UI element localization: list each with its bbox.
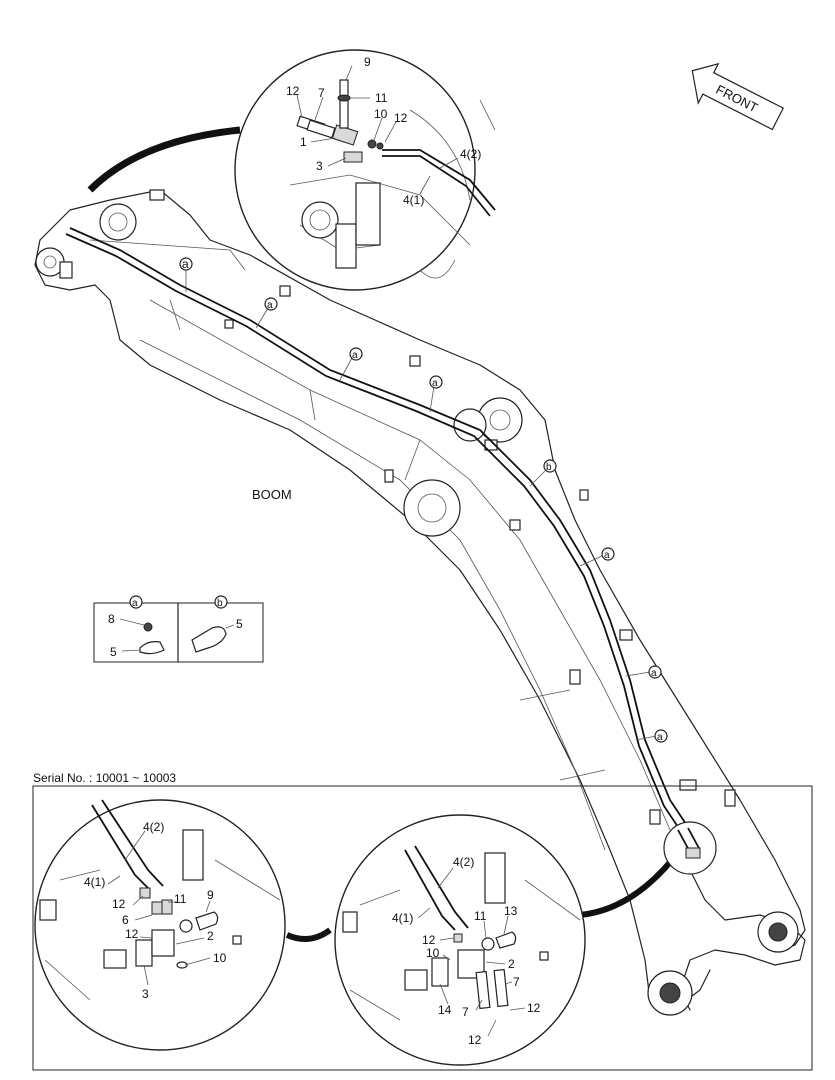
serial-inset-frame <box>32 785 813 1071</box>
boom-body <box>34 189 806 1016</box>
marker-a: a <box>432 378 438 389</box>
clamp-markers: a a a a b a a a <box>179 257 668 743</box>
legend-a-part-5: 5 <box>110 645 117 659</box>
callout-10: 10 <box>374 107 388 121</box>
marker-a: a <box>182 257 189 271</box>
callout-1: 1 <box>300 135 307 149</box>
right-callout-4-2: 4(2) <box>453 855 474 869</box>
marker-b: b <box>546 462 552 473</box>
callout-4-1: 4(1) <box>403 193 424 207</box>
left-callout-12: 12 <box>112 897 126 911</box>
callout-11: 11 <box>375 91 388 105</box>
left-callout-4-2: 4(2) <box>143 820 164 834</box>
left-callout-2: 2 <box>207 929 214 943</box>
left-inset-circle: 4(2) 4(1) 12 11 9 6 12 2 10 3 <box>34 799 286 1051</box>
right-callout-10: 10 <box>426 946 440 960</box>
legend-a-part-8: 8 <box>108 612 115 626</box>
left-callout-3: 3 <box>142 987 149 1001</box>
right-callout-11: 11 <box>474 909 487 923</box>
right-callout-12: 12 <box>422 933 436 947</box>
right-callout-12c: 12 <box>468 1033 482 1047</box>
left-callout-11: 11 <box>174 892 187 906</box>
marker-a: a <box>352 350 358 361</box>
callout-4-2: 4(2) <box>460 147 481 161</box>
callout-3: 3 <box>316 159 323 173</box>
callout-9: 9 <box>364 55 371 69</box>
right-inset-circle: 4(2) 4(1) 11 13 12 10 2 14 7 7 12 12 <box>334 814 717 1066</box>
right-callout-7: 7 <box>462 1005 469 1019</box>
legend-a-marker: a <box>132 598 138 609</box>
left-inset-connector <box>285 927 332 942</box>
serial-label: Serial No. : 10001 ~ 10003 <box>33 771 176 785</box>
callout-12: 12 <box>394 111 408 125</box>
marker-a: a <box>657 732 663 743</box>
legend-b-marker: b <box>217 598 223 609</box>
clamp-legend: a b 8 5 5 <box>93 595 264 663</box>
left-callout-12b: 12 <box>125 927 139 941</box>
callout-12: 12 <box>286 84 300 98</box>
right-callout-7b: 7 <box>513 975 520 989</box>
right-callout-4-1: 4(1) <box>392 911 413 925</box>
marker-a: a <box>267 300 273 311</box>
left-callout-9: 9 <box>207 888 214 902</box>
marker-a: a <box>604 550 610 561</box>
left-callout-4-1: 4(1) <box>84 875 105 889</box>
right-callout-13: 13 <box>504 904 518 918</box>
boom-hose-pair <box>65 227 701 857</box>
marker-a: a <box>651 668 657 679</box>
top-detail-circle: 9 12 7 11 10 12 1 3 4(2) 4(1) <box>87 49 496 291</box>
right-callout-2: 2 <box>508 957 515 971</box>
right-callout-14: 14 <box>438 1003 452 1017</box>
right-callout-12b: 12 <box>527 1001 541 1015</box>
boom-label: BOOM <box>252 487 292 502</box>
left-callout-10: 10 <box>213 951 227 965</box>
callout-7: 7 <box>318 86 325 100</box>
left-callout-6: 6 <box>122 913 129 927</box>
front-arrow: FRONT <box>691 62 785 131</box>
legend-b-part-5: 5 <box>236 617 243 631</box>
